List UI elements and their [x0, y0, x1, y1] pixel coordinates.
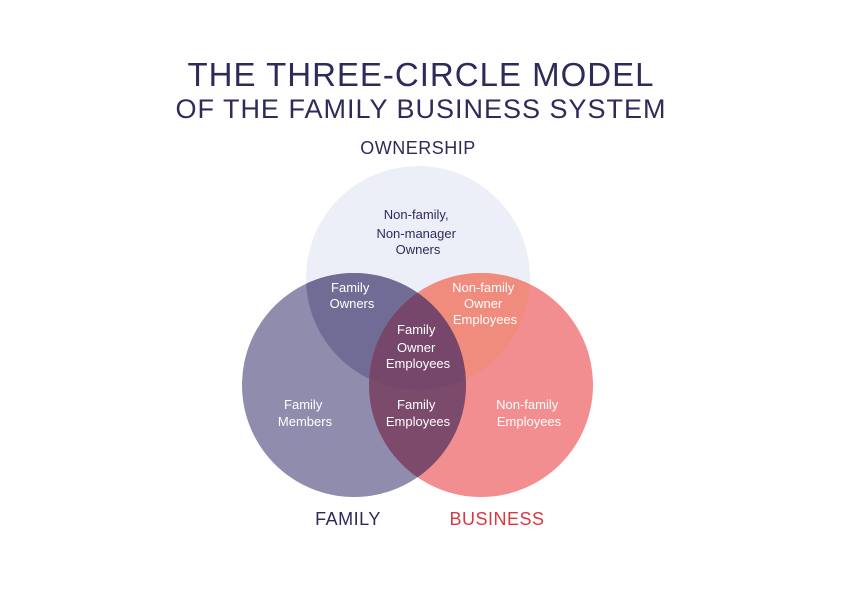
business-label: BUSINESS [449, 509, 544, 529]
ownership-only-label: Non-family, Non-manager Owners [376, 207, 459, 257]
family-members-label: Family Members [278, 397, 333, 429]
nonfamily-employees-label: Non-family Employees [496, 397, 562, 429]
family-owners-label: Family Owners [330, 280, 375, 311]
family-label: FAMILY [315, 509, 381, 529]
nonfamily-owner-employees-label: Non-family Owner Employees [452, 280, 518, 327]
family-owner-employees-label: Family Owner Employees [386, 322, 451, 371]
diagram-subtitle: OF THE FAMILY BUSINESS SYSTEM [175, 94, 667, 124]
ownership-label: OWNERSHIP [360, 138, 476, 158]
family-employees-label: Family Employees [386, 397, 451, 429]
diagram-title: THE THREE-CIRCLE MODEL [187, 56, 655, 93]
center-overlap [369, 273, 466, 390]
